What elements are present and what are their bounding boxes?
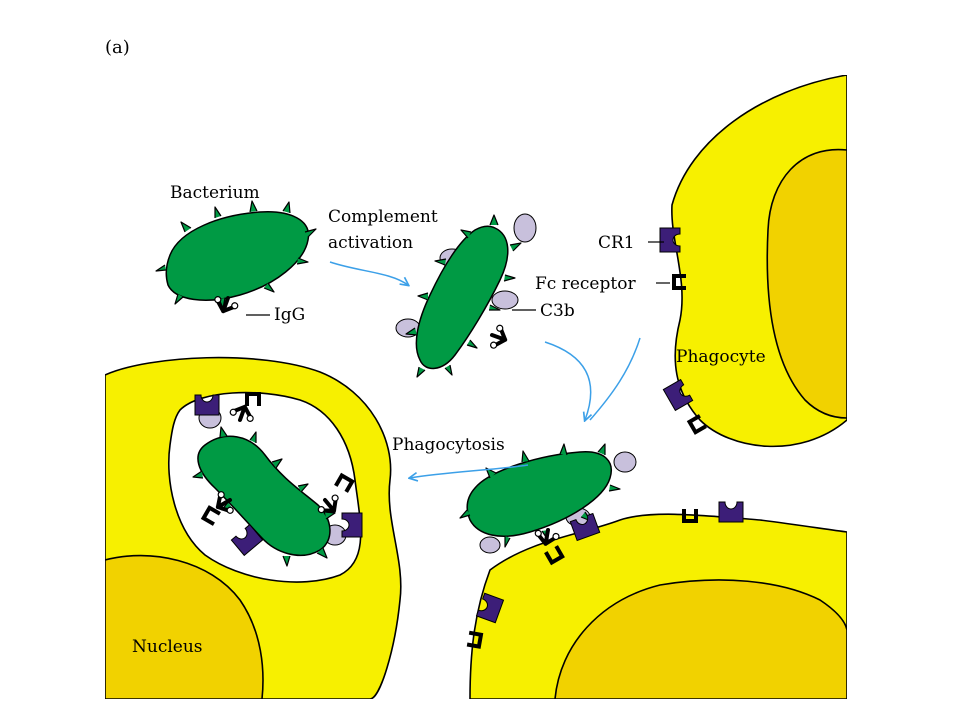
fc-receptor-label: Fc receptor bbox=[535, 274, 636, 294]
bacterium-2 bbox=[395, 213, 537, 378]
phagocytosis-arrow bbox=[410, 464, 529, 478]
phagocytosis-label: Phagocytosis bbox=[392, 435, 505, 455]
panel-label: (a) bbox=[105, 37, 130, 58]
binding-arrow-right bbox=[589, 337, 641, 421]
complement-label-line1: Complement bbox=[328, 207, 438, 227]
bacterium-label: Bacterium bbox=[170, 183, 260, 203]
igg-label: IgG bbox=[274, 305, 305, 325]
phagocyte-label: Phagocyte bbox=[676, 347, 766, 367]
binding-arrow-left bbox=[544, 341, 591, 420]
bacterium-3 bbox=[459, 443, 637, 554]
complement-label-line2: activation bbox=[328, 233, 413, 253]
cr1-receptor-bottom-2 bbox=[718, 501, 744, 523]
bacterium-1 bbox=[155, 200, 317, 318]
engulfed-bacterium bbox=[192, 400, 347, 567]
cells-layer bbox=[105, 75, 847, 699]
phagocyte-left-nucleus bbox=[105, 554, 264, 699]
c3b-label: C3b bbox=[540, 301, 575, 321]
nucleus-label: Nucleus bbox=[132, 637, 203, 657]
cr1-label: CR1 bbox=[598, 233, 635, 253]
complement-activation-arrow bbox=[329, 261, 408, 285]
phagocyte-right-nucleus bbox=[766, 148, 847, 419]
phagocyte-bottom-nucleus bbox=[554, 579, 847, 699]
